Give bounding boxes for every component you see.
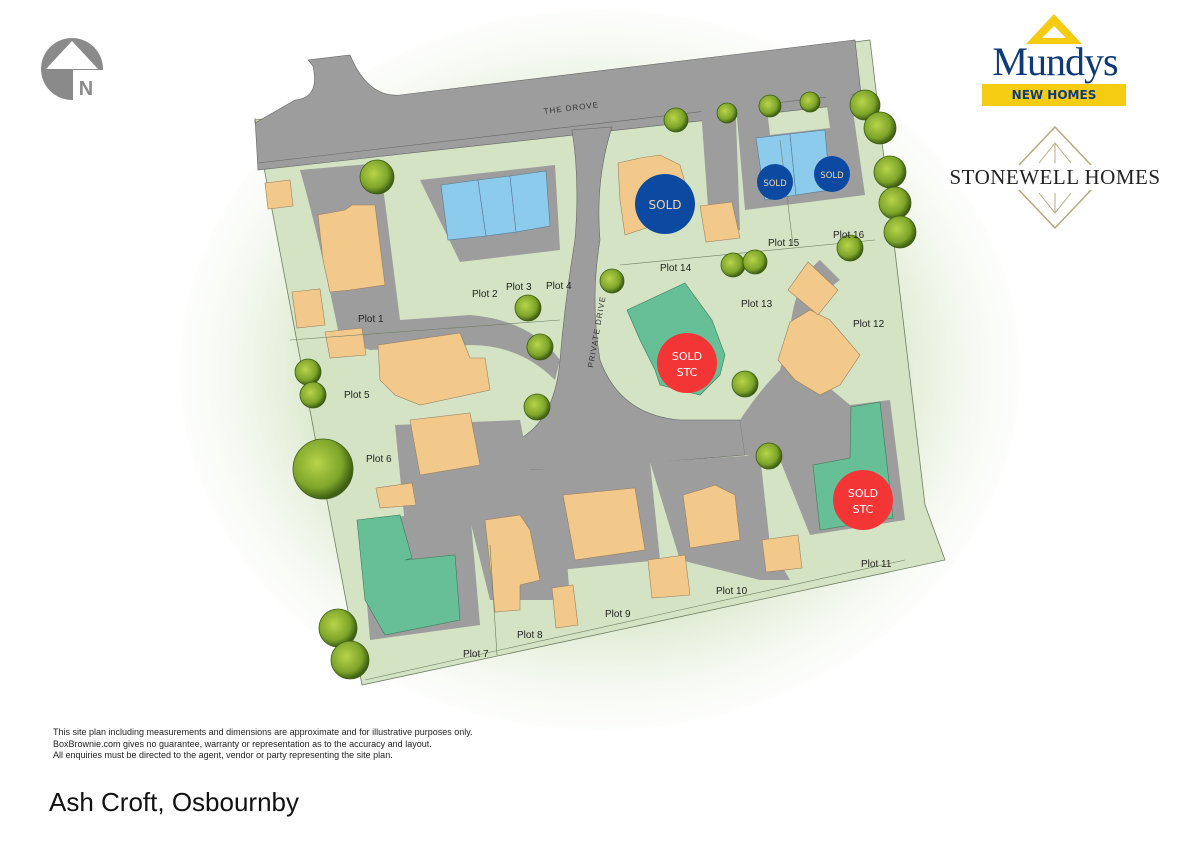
garage-plot1: [291, 288, 326, 329]
sold-stc-badge-plot14: SOLD STC: [657, 333, 717, 393]
tree-icon: [731, 370, 759, 398]
garage-plot15: [699, 201, 741, 243]
mundys-logo: Mundys NEW HOMES: [980, 14, 1130, 108]
tree-icon: [716, 102, 738, 124]
tree-icon: [799, 91, 821, 113]
plot-label-9: Plot 9: [605, 609, 631, 620]
house-plot8: [484, 514, 541, 613]
tree-icon: [883, 215, 917, 249]
tree-icon: [873, 155, 907, 189]
tree-icon: [755, 442, 783, 470]
disclaimer: This site plan including measurements an…: [53, 727, 473, 762]
garage-plot13: [787, 261, 839, 316]
garage-plot5: [324, 327, 367, 359]
diamond-icon: [1018, 125, 1092, 230]
trees: [292, 89, 917, 680]
north-arrow: N: [40, 37, 104, 101]
roof-icon: [1026, 14, 1082, 44]
tree-icon: [330, 640, 370, 680]
tree-icon: [514, 294, 542, 322]
tree-icon: [599, 268, 625, 294]
plot-label-13: Plot 13: [741, 299, 773, 310]
plot-label-14: Plot 14: [660, 263, 692, 274]
sold-badge-plot16: SOLD: [814, 156, 850, 192]
disclaimer-line: All enquiries must be directed to the ag…: [53, 750, 393, 760]
houses-available: [264, 154, 861, 629]
driveway-ne: [700, 92, 740, 235]
tree-icon: [294, 358, 322, 386]
development-title: Ash Croft, Osbournby: [49, 787, 299, 817]
disclaimer-line: This site plan including measurements an…: [53, 727, 473, 737]
tree-icon: [292, 438, 354, 500]
svg-text:SOLD: SOLD: [763, 179, 787, 189]
sold-stc-badge-plot11: SOLD STC: [833, 470, 893, 530]
disclaimer-line: BoxBrownie.com gives no guarantee, warra…: [53, 738, 432, 749]
tree-icon: [849, 89, 881, 121]
svg-text:STC: STC: [853, 503, 874, 516]
tree-icon: [878, 186, 912, 220]
plot-label-6: Plot 6: [366, 454, 392, 465]
house-plot10: [682, 484, 741, 549]
house-plot5: [377, 332, 491, 406]
tree-icon: [720, 252, 746, 278]
tree-icon: [523, 393, 551, 421]
house-plot7: [356, 514, 461, 636]
sold-badge-plot15: SOLD: [757, 164, 793, 200]
plot-label-1: Plot 1: [358, 314, 384, 325]
svg-text:SOLD: SOLD: [649, 198, 682, 212]
garage-plot1-north: [264, 179, 294, 210]
svg-text:SOLD: SOLD: [672, 350, 702, 363]
garage-plot10: [761, 534, 803, 573]
garage-plot9: [647, 554, 691, 599]
stonewell-logo: STONEWELL HOMES: [944, 125, 1166, 230]
tree-icon: [863, 111, 897, 145]
house-plot4: [509, 170, 551, 233]
plot-label-11: Plot 11: [861, 559, 892, 570]
house-plot6: [409, 412, 481, 476]
svg-text:SOLD: SOLD: [820, 171, 844, 181]
house-plot9: [562, 487, 646, 561]
plot-label-4: Plot 4: [546, 281, 572, 292]
plot-label-10: Plot 10: [716, 586, 748, 597]
tree-icon: [758, 94, 782, 118]
garage-plot8: [551, 584, 579, 629]
plot-label-16: Plot 16: [833, 230, 865, 241]
tree-icon: [836, 234, 864, 262]
plot-label-8: Plot 8: [517, 630, 543, 641]
mundys-tagline: NEW HOMES: [982, 84, 1126, 106]
mundys-wordmark: Mundys: [992, 39, 1118, 84]
tree-icon: [663, 107, 689, 133]
house-plot1: [317, 204, 386, 293]
garage-plot6: [375, 482, 417, 509]
plot-label-15: Plot 15: [768, 238, 800, 249]
plot-label-5: Plot 5: [344, 390, 370, 401]
tree-icon: [742, 249, 768, 275]
north-arrow-icon: N: [41, 38, 104, 101]
tree-icon: [526, 333, 554, 361]
plot-label-12: Plot 12: [853, 319, 885, 330]
tree-icon: [359, 159, 395, 195]
svg-text:N: N: [79, 78, 93, 100]
plot-label-3: Plot 3: [506, 282, 532, 293]
road-the-drove: [254, 39, 863, 171]
stonewell-wordmark: STONEWELL HOMES: [944, 165, 1166, 189]
sold-badge-large: SOLD: [635, 174, 695, 234]
svg-text:STC: STC: [677, 366, 698, 379]
plot-label-7: Plot 7: [463, 649, 489, 660]
tree-icon: [299, 381, 327, 409]
svg-text:SOLD: SOLD: [848, 487, 878, 500]
plot-label-2: Plot 2: [472, 289, 498, 300]
